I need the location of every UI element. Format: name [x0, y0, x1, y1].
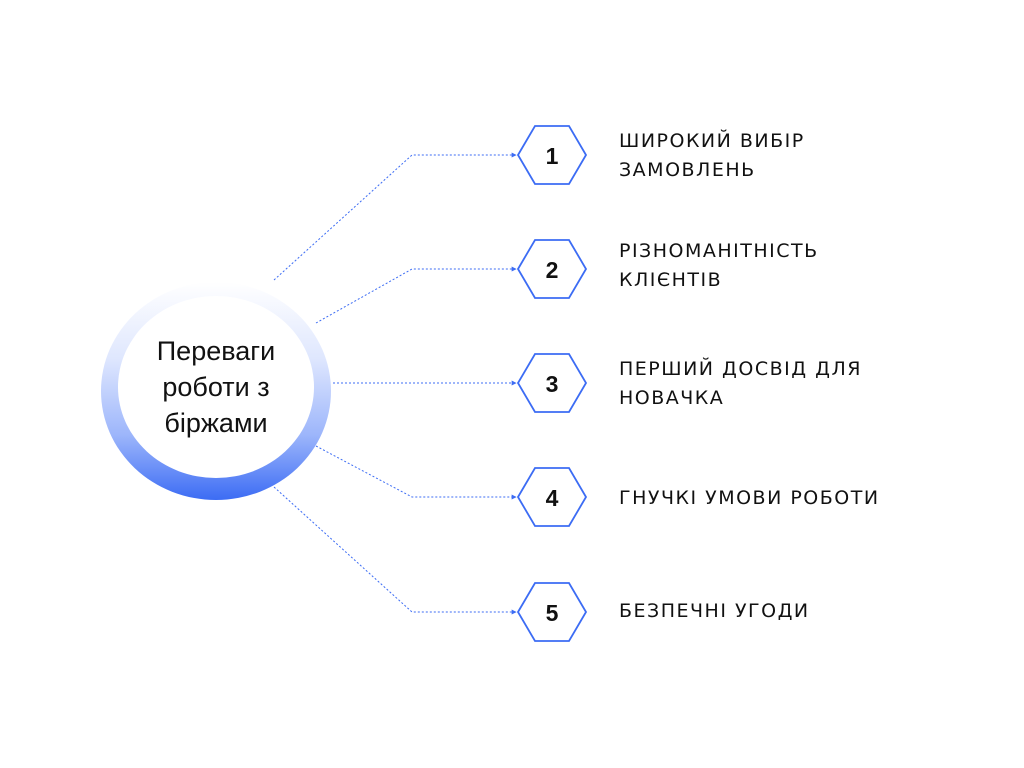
hexagon-node-1: 1	[516, 125, 588, 185]
item-label-5: БЕЗПЕЧНІ УГОДИ	[619, 600, 810, 622]
item-label-2: РІЗНОМАНІТНІСТЬ КЛІЄНТІВ	[619, 240, 819, 291]
hexagon-number: 2	[546, 257, 559, 283]
hexagon-shape	[516, 467, 588, 527]
hexagon-node-2: 2	[516, 239, 588, 299]
connector-line-1	[273, 152, 517, 281]
hexagon-shape	[516, 239, 588, 299]
item-label-4: ГНУЧКІ УМОВИ РОБОТИ	[619, 487, 880, 509]
item-label-1: ШИРОКИЙ ВИБІР ЗАМОВЛЕНЬ	[619, 130, 805, 181]
connector-line-2	[315, 266, 517, 324]
hexagon-number: 4	[546, 485, 559, 511]
hub-circle: Переваги роботи з біржами	[118, 296, 314, 478]
hexagon-shape	[516, 582, 588, 642]
connector-line-5	[273, 486, 517, 615]
hub-title: Переваги роботи з біржами	[156, 336, 276, 438]
hexagon-node-4: 4	[516, 467, 588, 527]
hexagon-shape	[516, 125, 588, 185]
hexagon-number: 1	[546, 143, 559, 169]
item-label-3: ПЕРШИЙ ДОСВІД ДЛЯ НОВАЧКА	[619, 358, 862, 409]
connector-line-4	[315, 445, 517, 500]
hexagon-node-3: 3	[516, 353, 588, 413]
hexagon-number: 5	[546, 600, 559, 626]
hexagon-node-5: 5	[516, 582, 588, 642]
hexagon-number: 3	[546, 371, 559, 397]
hexagon-shape	[516, 353, 588, 413]
